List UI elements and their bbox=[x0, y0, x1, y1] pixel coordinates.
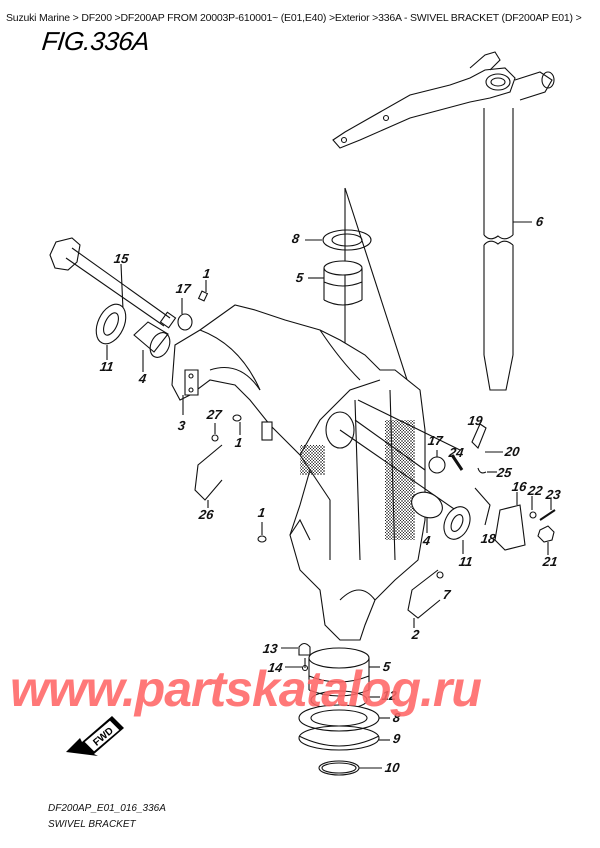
breadcrumb-item-suzuki-marine[interactable]: Suzuki Marine bbox=[6, 12, 70, 24]
breadcrumb-separator: > bbox=[111, 12, 121, 24]
callout-part-17[interactable]: 17 bbox=[426, 433, 444, 448]
callout-part-18[interactable]: 18 bbox=[479, 531, 497, 546]
callout-part-16[interactable]: 16 bbox=[510, 479, 528, 494]
forward-arrow-icon: FWD bbox=[66, 716, 124, 756]
callout-part-24[interactable]: 24 bbox=[447, 445, 465, 460]
breadcrumb: Suzuki Marine > DF200 >DF200AP FROM 2000… bbox=[6, 12, 582, 24]
steering-arm bbox=[332, 51, 555, 149]
callout-part-26[interactable]: 26 bbox=[197, 507, 215, 522]
steering-shaft bbox=[483, 108, 532, 391]
callout-part-25[interactable]: 25 bbox=[495, 465, 513, 480]
breadcrumb-item-exterior[interactable]: Exterior bbox=[334, 12, 370, 24]
figure-code: DF200AP_E01_016_336A bbox=[48, 803, 166, 814]
lower-bearing-stack bbox=[298, 647, 380, 776]
bushing-5-upper bbox=[323, 260, 363, 306]
callout-part-12[interactable]: 12 bbox=[380, 688, 398, 703]
callout-part-10[interactable]: 10 bbox=[383, 760, 401, 775]
callout-part-27[interactable]: 27 bbox=[205, 407, 223, 422]
breadcrumb-item-df200[interactable]: DF200 bbox=[81, 12, 112, 24]
breadcrumb-item-model[interactable]: DF200AP FROM 20003P-610001~ (E01,E40) bbox=[120, 12, 327, 24]
swivel-bracket-body bbox=[171, 304, 471, 641]
breadcrumb-separator: > bbox=[69, 12, 82, 24]
callout-part-11[interactable]: 11 bbox=[457, 554, 474, 569]
callout-part-11[interactable]: 11 bbox=[98, 359, 115, 374]
callout-part-22[interactable]: 22 bbox=[526, 483, 544, 498]
callout-part-20[interactable]: 20 bbox=[503, 444, 521, 459]
breadcrumb-separator: > bbox=[326, 12, 335, 24]
breadcrumb-separator: > bbox=[572, 12, 582, 24]
figure-name: SWIVEL BRACKET bbox=[48, 819, 136, 830]
breadcrumb-separator: > bbox=[369, 12, 379, 24]
callout-part-15[interactable]: 15 bbox=[112, 251, 130, 266]
callout-part-13[interactable]: 13 bbox=[261, 641, 279, 656]
tilt-pin bbox=[49, 237, 177, 329]
washer-8-upper bbox=[322, 229, 372, 251]
callout-part-23[interactable]: 23 bbox=[544, 487, 562, 502]
callout-part-21[interactable]: 21 bbox=[541, 554, 559, 569]
callout-part-19[interactable]: 19 bbox=[466, 413, 484, 428]
callout-part-17[interactable]: 17 bbox=[174, 281, 192, 296]
breadcrumb-item-current[interactable]: 336A - SWIVEL BRACKET (DF200AP E01) bbox=[378, 12, 573, 24]
callout-part-14[interactable]: 14 bbox=[266, 660, 284, 675]
